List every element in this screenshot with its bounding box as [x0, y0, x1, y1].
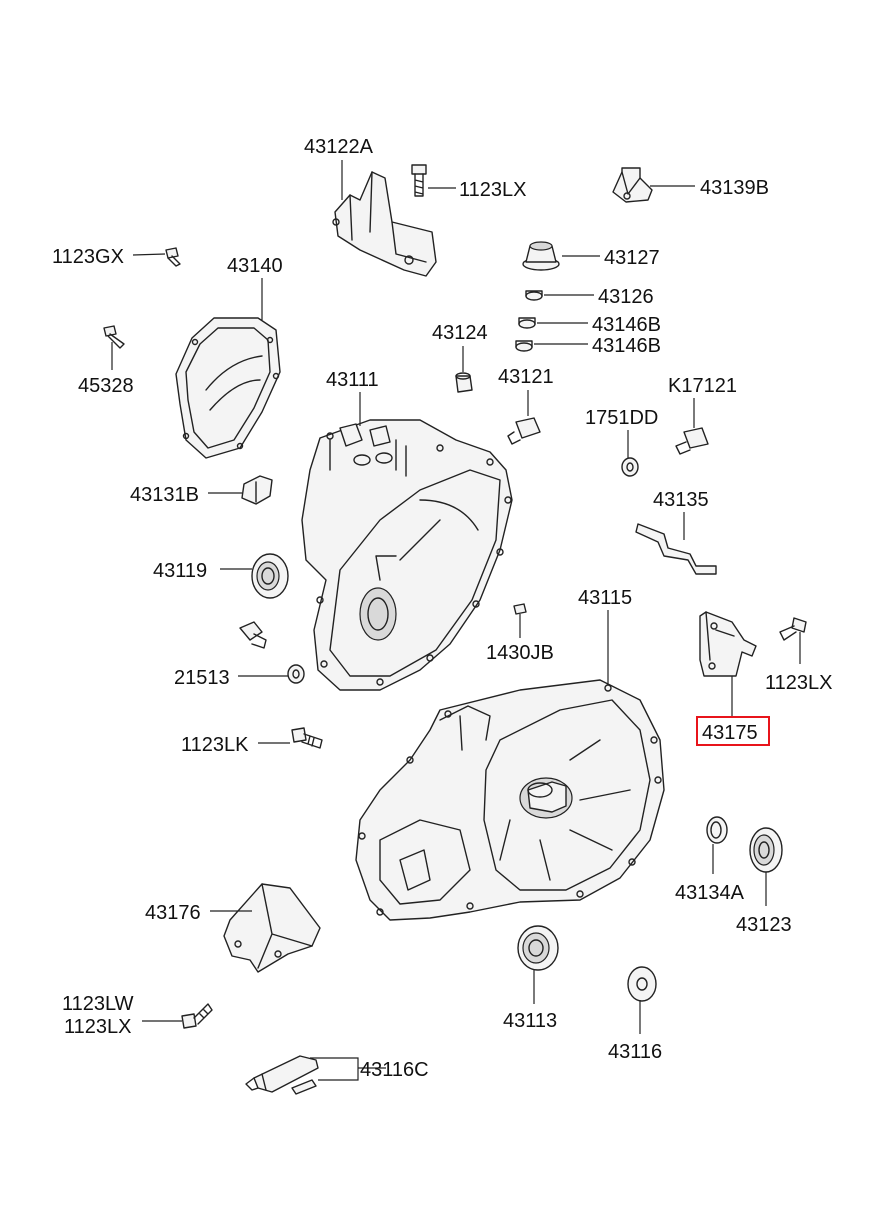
label-43176: 43176 [145, 902, 201, 924]
part-43123-seal[interactable] [749, 827, 783, 873]
part-43146B-bushing-b[interactable] [515, 340, 533, 352]
label-43140: 43140 [227, 255, 283, 277]
label-43115: 43115 [578, 587, 632, 609]
part-1123LX-top-bolt[interactable] [411, 164, 427, 197]
part-43111-case[interactable] [301, 419, 513, 691]
label-43111: 43111 [326, 369, 379, 391]
label-1123LK: 1123LK [181, 734, 249, 756]
highlight-43175-box [696, 716, 770, 746]
label-43135: 43135 [653, 489, 709, 511]
part-1123LK-bolt[interactable] [291, 727, 323, 749]
label-43175[interactable]: 43175 [702, 722, 758, 744]
part-43113-bearing[interactable] [517, 925, 559, 971]
part-43176-cover-plate[interactable] [223, 883, 321, 973]
part-21513-washer[interactable] [287, 664, 305, 684]
part-45328-pin[interactable] [103, 325, 125, 349]
label-43146B-a: 43146B [592, 314, 661, 336]
label-43134A: 43134A [675, 882, 745, 904]
part-43119-bearing[interactable] [251, 553, 289, 599]
label-43123: 43123 [736, 914, 792, 936]
part-K17121-plug[interactable] [675, 427, 709, 455]
part-1430JB-dowel[interactable] [513, 603, 527, 615]
part-1123LX-right-bolt[interactable] [779, 617, 807, 641]
label-21513: 21513 [174, 667, 230, 689]
label-K17121: K17121 [668, 375, 737, 397]
label-43116: 43116 [608, 1041, 662, 1063]
label-1123LW: 1123LW [62, 993, 134, 1015]
label-43146B-b: 43146B [592, 335, 661, 357]
part-43122A-bracket[interactable] [332, 171, 437, 277]
label-43122A: 43122A [304, 136, 374, 158]
part-1123LW-bolt[interactable] [181, 1003, 213, 1029]
leader-1123GX [132, 253, 166, 256]
part-43116-shim[interactable] [627, 966, 657, 1002]
label-1751DD: 1751DD [585, 407, 658, 429]
label-43119: 43119 [153, 560, 207, 582]
part-1751DD-washer[interactable] [621, 457, 639, 477]
part-43127-cap[interactable] [522, 241, 560, 271]
label-43126: 43126 [598, 286, 654, 308]
label-43121: 43121 [498, 366, 554, 388]
label-1123LX-top: 1123LX [459, 179, 526, 201]
part-43131B-block[interactable] [241, 475, 273, 505]
part-43139B-bracket[interactable] [612, 167, 653, 203]
label-1123LX-bottom: 1123LX [64, 1016, 131, 1038]
part-43121-plug[interactable] [507, 417, 541, 445]
part-43126-bushing[interactable] [525, 290, 543, 301]
label-43113: 43113 [503, 1010, 557, 1032]
label-43124: 43124 [432, 322, 488, 344]
part-43175-bracket[interactable] [699, 611, 757, 677]
part-43115-housing[interactable] [355, 679, 665, 921]
label-1123LX-right: 1123LX [765, 672, 832, 694]
label-43127: 43127 [604, 247, 660, 269]
label-43139B: 43139B [700, 177, 769, 199]
part-43134A-seal[interactable] [706, 816, 728, 844]
label-43116C: 43116C [360, 1059, 429, 1081]
part-sensor[interactable] [239, 621, 267, 649]
leader-43116C [310, 1057, 386, 1081]
part-43116C-sealant-tube[interactable] [245, 1055, 319, 1095]
part-43140-cover[interactable] [175, 317, 281, 459]
label-1123GX: 1123GX [52, 246, 124, 268]
label-45328: 45328 [78, 375, 134, 397]
part-43124-sleeve[interactable] [455, 372, 473, 393]
part-43135-spring-plate[interactable] [635, 523, 717, 575]
label-43131B: 43131B [130, 484, 199, 506]
part-1123GX-bolt[interactable] [165, 247, 181, 267]
label-1430JB: 1430JB [486, 642, 554, 664]
part-43146B-bushing-a[interactable] [518, 317, 536, 329]
